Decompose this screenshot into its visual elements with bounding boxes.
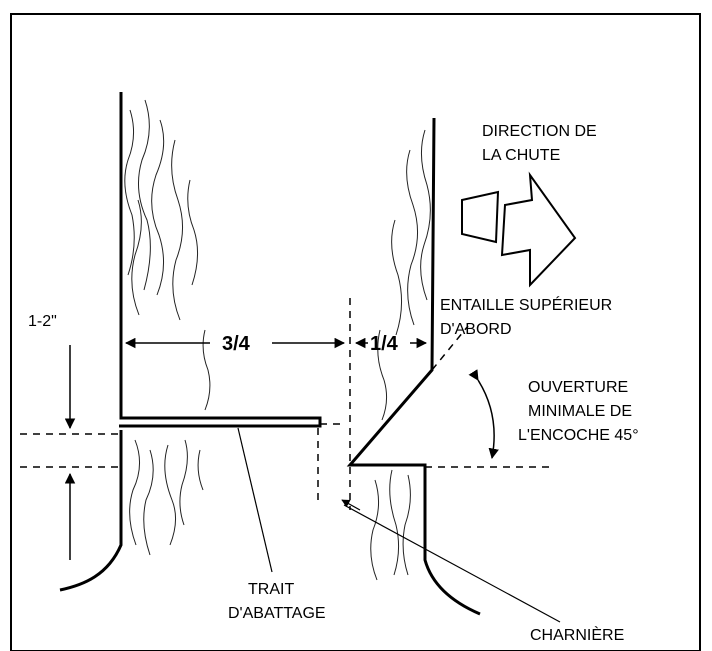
label-height: 1-2" [28, 313, 57, 330]
label-entaille-2: D'ABORD [440, 321, 512, 338]
label-ouverture-2: MINIMALE DE [528, 403, 632, 420]
label-charniere: CHARNIÈRE [530, 625, 624, 644]
label-trait-2: D'ABATTAGE [228, 605, 326, 622]
label-one-quarter: 1/4 [370, 333, 399, 355]
right-trunk [346, 117, 481, 616]
label-ouverture-3: L'ENCOCHE 45° [518, 427, 639, 444]
bark-texture-left [124, 99, 211, 556]
angle-arc [468, 369, 499, 460]
trait-leader [237, 427, 273, 573]
label-direction-2: LA CHUTE [482, 147, 560, 164]
frame-border [10, 13, 701, 651]
label-three-quarter: 3/4 [222, 333, 251, 355]
bark-texture-right [370, 129, 431, 581]
label-trait-1: TRAIT [248, 581, 294, 598]
label-entaille-1: ENTAILLE SUPÉRIEUR [440, 295, 612, 314]
label-direction-1: DIRECTION DE [482, 123, 597, 140]
left-trunk [59, 92, 322, 592]
charniere-arrow [341, 499, 361, 511]
guide-lines [20, 298, 555, 510]
fall-direction-arrow [461, 171, 577, 288]
charniere-leader [343, 504, 561, 623]
label-ouverture-1: OUVERTURE [528, 379, 628, 396]
